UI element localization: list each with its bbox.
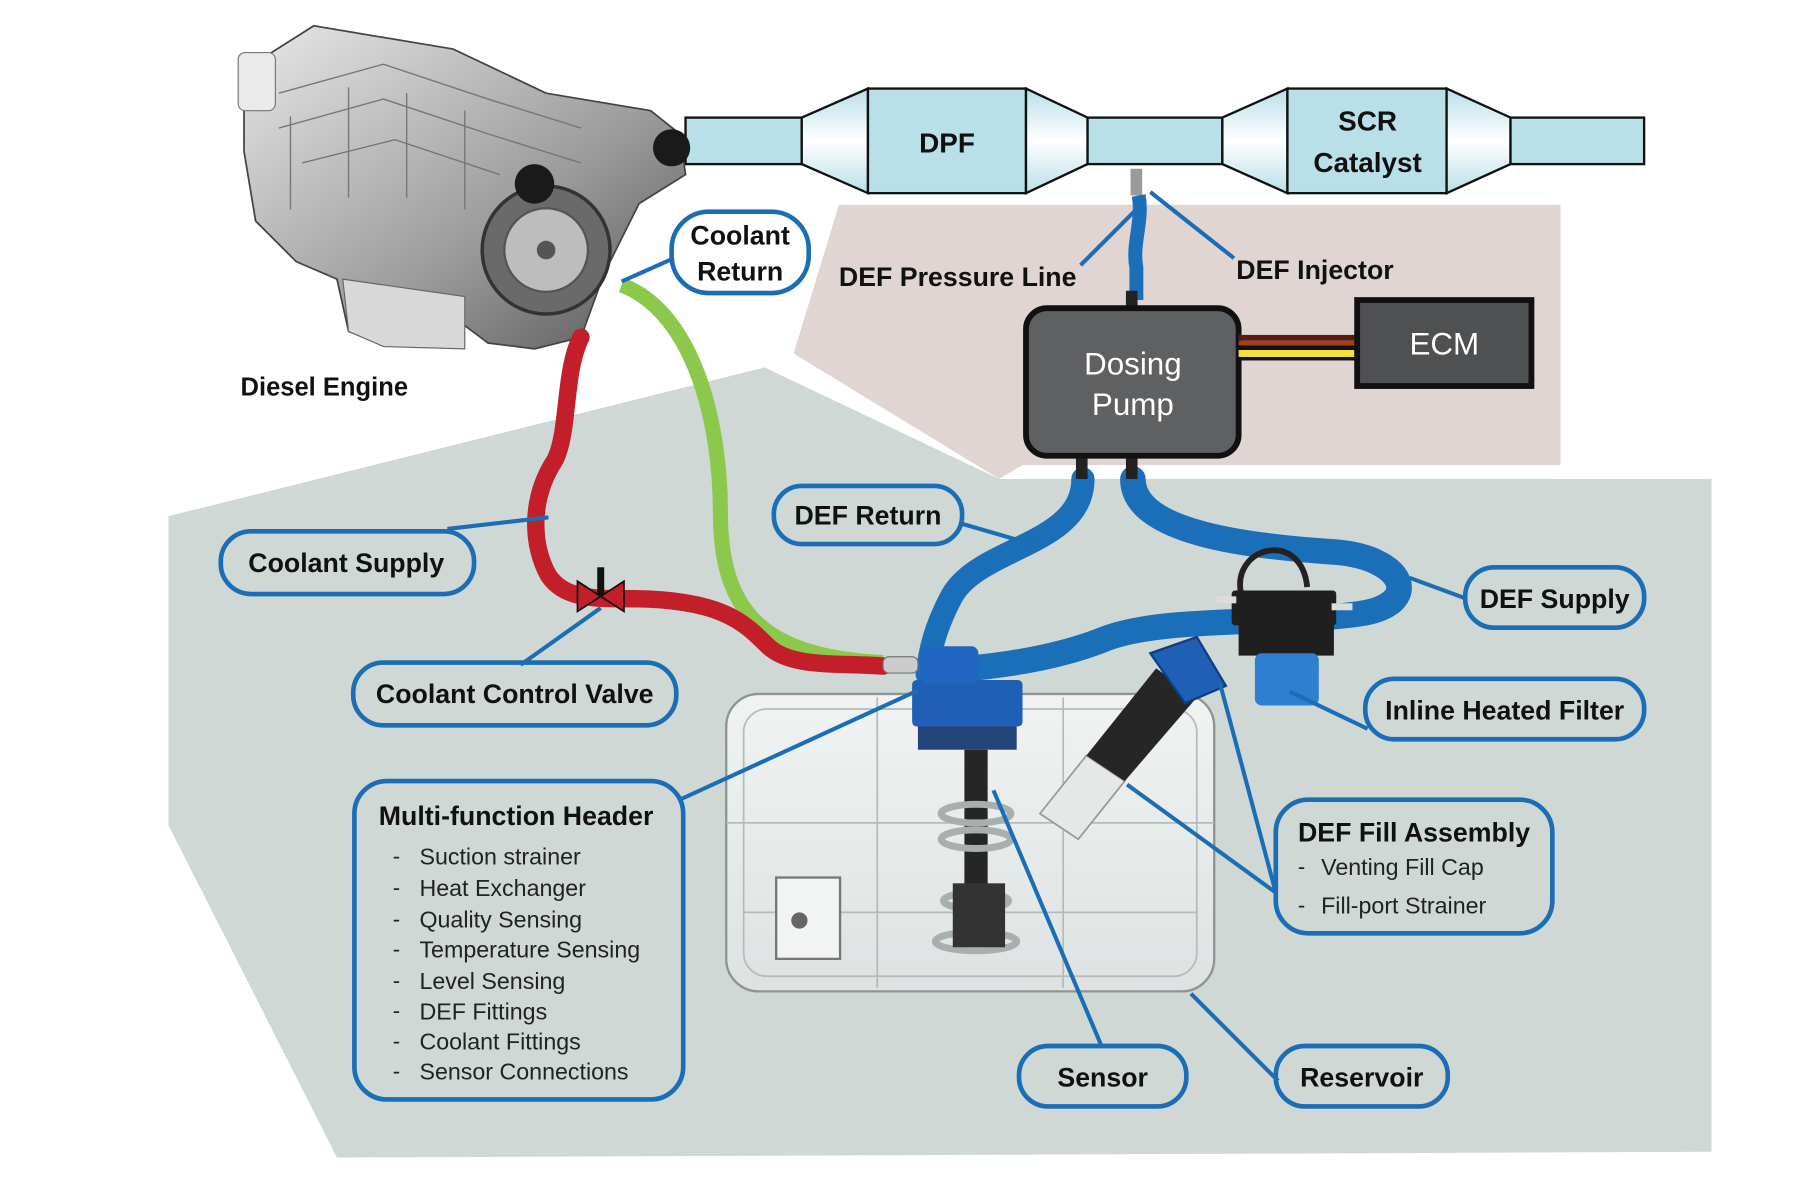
list-item: Temperature Sensing bbox=[419, 937, 640, 963]
list-bullet: - bbox=[1298, 854, 1305, 879]
def-supply-line bbox=[916, 466, 1412, 685]
list-bullet: - bbox=[393, 1059, 400, 1084]
ecm-module: ECM bbox=[1354, 297, 1535, 389]
list-item: Suction strainer bbox=[419, 844, 581, 870]
reservoir-label: Reservoir bbox=[1300, 1063, 1423, 1093]
coolant-return-callout bbox=[669, 209, 812, 296]
dpf-unit bbox=[866, 87, 1028, 195]
list-item: Heat Exchanger bbox=[419, 875, 586, 901]
list-bullet: - bbox=[1298, 892, 1305, 917]
list-item: Venting Fill Cap bbox=[1321, 854, 1484, 880]
list-bullet: - bbox=[393, 906, 400, 931]
coolant-return-label-line1: Coolant bbox=[690, 220, 790, 250]
dosing-pump-label-line2: Pump bbox=[1092, 387, 1174, 422]
coolant-control-valve-callout bbox=[350, 660, 679, 728]
def-pressure-line-label: DEF Pressure Line bbox=[839, 262, 1077, 292]
exhaust-pipeline: DPF SCR Catalyst bbox=[684, 86, 1646, 195]
def-lines bbox=[915, 168, 1412, 686]
diesel-engine-label: Diesel Engine bbox=[241, 373, 409, 401]
dosing-pump: Dosing Pump bbox=[1023, 290, 1242, 479]
def-return-line bbox=[915, 467, 1095, 686]
coolant-supply-callout bbox=[218, 528, 477, 597]
list-bullet: - bbox=[393, 968, 400, 993]
def-fill-assembly-callout bbox=[1273, 797, 1555, 936]
def-injector-label: DEF Injector bbox=[1236, 255, 1393, 285]
sensor-assembly bbox=[882, 646, 1023, 955]
diesel-engine-illustration bbox=[237, 24, 691, 350]
ecm-wiring bbox=[1238, 334, 1358, 361]
sensor-label: Sensor bbox=[1057, 1063, 1148, 1093]
def-fill-assembly-title: DEF Fill Assembly bbox=[1298, 818, 1530, 848]
multifunction-header-title: Multi-function Header bbox=[379, 801, 654, 831]
list-item: Level Sensing bbox=[419, 968, 565, 994]
coolant-return-label-line2: Return bbox=[697, 256, 783, 286]
reservoir-callout bbox=[1273, 1043, 1451, 1109]
inline-heated-filter-label: Inline Heated Filter bbox=[1385, 696, 1624, 726]
list-bullet: - bbox=[393, 875, 400, 900]
def-supply-label: DEF Supply bbox=[1480, 584, 1630, 614]
list-bullet: - bbox=[393, 1028, 400, 1053]
ecm-label: ECM bbox=[1409, 327, 1479, 362]
def-fill-assembly-illustration bbox=[1038, 635, 1228, 841]
def-supply-callout bbox=[1462, 564, 1647, 631]
scr-label-line1: SCR bbox=[1338, 105, 1397, 136]
coolant-control-valve-icon bbox=[576, 567, 625, 614]
dpf-label: DPF bbox=[919, 127, 975, 158]
list-item: Quality Sensing bbox=[419, 906, 582, 932]
multifunction-header-list: - Suction strainer - Heat Exchanger - Qu… bbox=[393, 844, 640, 1085]
def-return-callout bbox=[771, 483, 965, 547]
def-return-label: DEF Return bbox=[794, 500, 941, 530]
list-item: Fill-port Strainer bbox=[1321, 893, 1486, 919]
list-item: DEF Fittings bbox=[419, 998, 547, 1024]
dosing-pump-label-line1: Dosing bbox=[1084, 346, 1182, 381]
list-bullet: - bbox=[393, 844, 400, 869]
list-bullet: - bbox=[393, 998, 400, 1023]
list-item: Sensor Connections bbox=[419, 1059, 628, 1085]
coolant-supply-label: Coolant Supply bbox=[248, 548, 444, 578]
inline-heated-filter-illustration bbox=[1215, 547, 1353, 706]
list-item: Coolant Fittings bbox=[419, 1028, 580, 1054]
coolant-return-line bbox=[618, 277, 884, 671]
sensor-callout bbox=[1016, 1043, 1189, 1109]
multifunction-header-callout bbox=[352, 778, 686, 1102]
coolant-control-valve-label: Coolant Control Valve bbox=[376, 679, 654, 709]
inline-heated-filter-callout bbox=[1362, 676, 1647, 742]
scr-label-line2: Catalyst bbox=[1313, 147, 1421, 178]
injection-pipe-section bbox=[1086, 116, 1224, 166]
list-bullet: - bbox=[393, 937, 400, 962]
